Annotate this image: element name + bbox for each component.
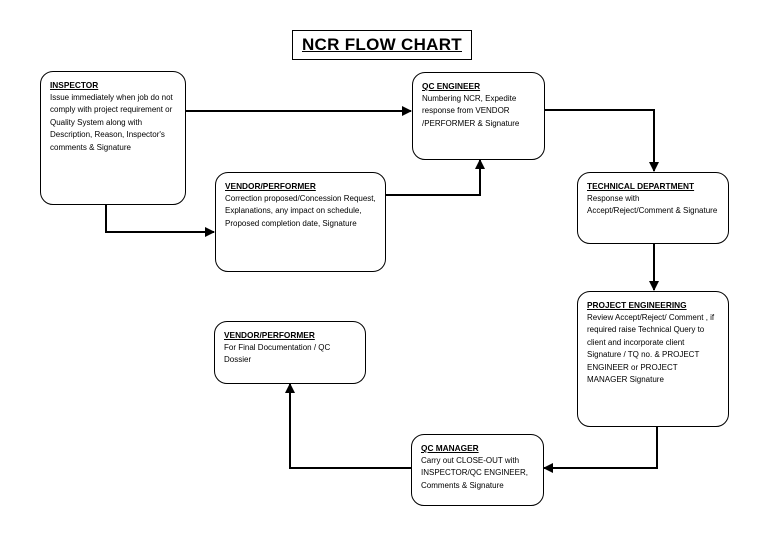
node-vendor-performer-final: VENDOR/PERFORMER For Final Documentation… <box>214 321 366 384</box>
arrow-qc-manager-to-vendor-final <box>285 383 411 469</box>
node-text: Response with Accept/Reject/Comment & Si… <box>587 194 718 216</box>
node-text: Carry out CLOSE-OUT with INSPECTOR/QC EN… <box>421 456 528 490</box>
arrow-qc-engineer-to-technical <box>544 109 659 172</box>
arrow-project-engineering-to-qc-manager <box>543 427 658 473</box>
node-qc-manager: QC MANAGER Carry out CLOSE-OUT with INSP… <box>411 434 544 506</box>
node-text: Issue immediately when job do not comply… <box>50 93 173 152</box>
node-text: Numbering NCR, Expedite response from VE… <box>422 94 520 128</box>
node-technical-department: TECHNICAL DEPARTMENT Response with Accep… <box>577 172 729 244</box>
node-heading: INSPECTOR <box>50 80 99 90</box>
title-box: NCR FLOW CHART <box>292 30 472 60</box>
node-heading: QC ENGINEER <box>422 81 481 91</box>
node-text: Correction proposed/Concession Request, … <box>225 194 376 228</box>
page-title: NCR FLOW CHART <box>301 35 462 54</box>
node-project-engineering: PROJECT ENGINEERING Review Accept/Reject… <box>577 291 729 427</box>
node-text: For Final Documentation / QC Dossier <box>224 343 331 365</box>
node-heading: VENDOR/PERFORMER <box>224 330 315 340</box>
node-heading: VENDOR/PERFORMER <box>225 181 316 191</box>
node-inspector: INSPECTOR Issue immediately when job do … <box>40 71 186 205</box>
arrow-inspector-to-vendor <box>105 204 215 237</box>
node-heading: TECHNICAL DEPARTMENT <box>587 181 695 191</box>
node-vendor-performer-correction: VENDOR/PERFORMER Correction proposed/Con… <box>215 172 386 272</box>
node-heading: QC MANAGER <box>421 443 479 453</box>
node-qc-engineer: QC ENGINEER Numbering NCR, Expedite resp… <box>412 72 545 160</box>
node-text: Review Accept/Reject/ Comment , if requi… <box>587 313 715 385</box>
arrow-vendor-to-qc-engineer <box>386 159 485 196</box>
node-heading: PROJECT ENGINEERING <box>587 300 687 310</box>
